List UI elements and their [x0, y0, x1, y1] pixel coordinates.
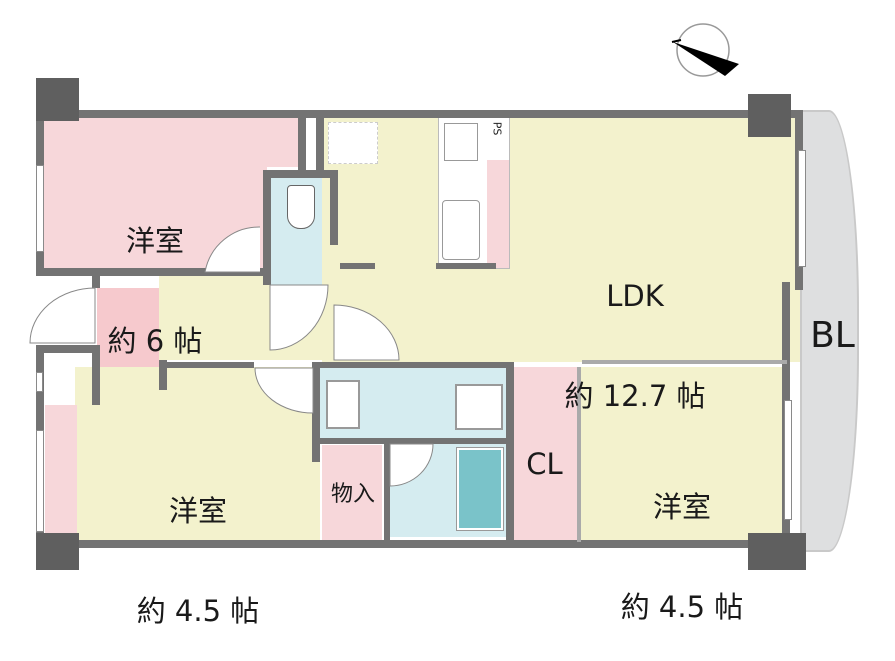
ldk-room: [322, 117, 800, 362]
window: [36, 165, 44, 252]
kitchen-pink: [487, 160, 509, 268]
bathtub: [456, 447, 504, 531]
closet-6-room: [265, 117, 300, 167]
closet-cl: [512, 367, 577, 542]
washing-machine-space: [455, 384, 503, 430]
ps-label: PS: [490, 121, 504, 136]
western-room-6-label: 洋室 約 6 帖: [107, 223, 203, 358]
ldk-door-swing: [333, 304, 400, 361]
western-room-45-right-label: 洋室 約 4.5 帖: [620, 489, 744, 624]
western-room-45-left-label: 洋室 約 4.5 帖: [136, 493, 260, 628]
storage-room: [322, 445, 382, 542]
window: [36, 430, 44, 532]
window: [798, 150, 806, 267]
left-closet: [45, 405, 77, 540]
balcony: [800, 110, 859, 552]
fridge-space: [328, 122, 378, 164]
window: [36, 372, 43, 392]
room-door-swing: [254, 367, 314, 414]
north-arrow-icon: [671, 23, 739, 77]
balcony-label: BL: [810, 315, 855, 356]
bath-door-swing: [389, 443, 434, 487]
toilet-door-swing: [269, 284, 329, 351]
entrance-door-swing: [29, 287, 96, 344]
western-room-45-right: [580, 367, 785, 542]
door-swing: [204, 226, 261, 273]
washbasin-icon: [326, 380, 360, 429]
storage-label: 物入: [330, 482, 375, 507]
toilet-fixture: [287, 185, 315, 229]
stove-icon: [444, 123, 478, 161]
ldk-label: LDK 約 12.7 帖: [564, 278, 706, 413]
window: [784, 400, 792, 520]
sink-icon: [442, 200, 480, 260]
closet-label: CL: [526, 447, 563, 481]
